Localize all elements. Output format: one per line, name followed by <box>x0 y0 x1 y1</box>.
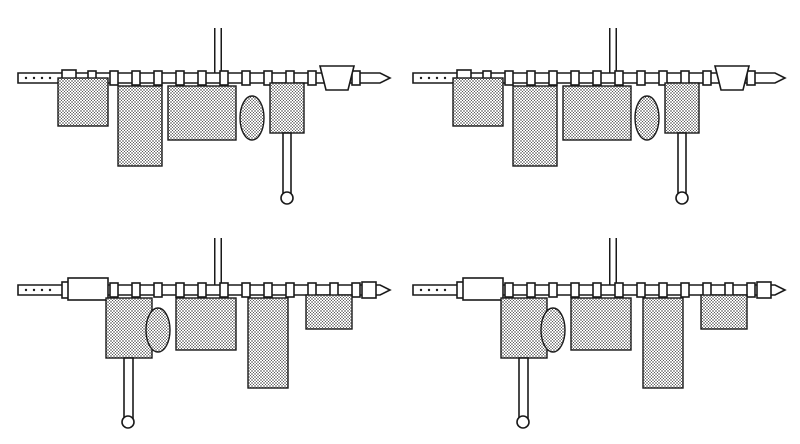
bread-bag <box>570 297 632 351</box>
belt-loop <box>351 282 361 298</box>
belt-loop <box>614 70 624 86</box>
belt-loop <box>548 282 558 298</box>
belt-hole <box>419 76 423 80</box>
belt-hole <box>48 288 52 292</box>
belt-loop <box>504 282 514 298</box>
belt-hole <box>443 76 447 80</box>
canteen <box>634 95 660 141</box>
belt-loop <box>219 282 229 298</box>
belt-loop <box>241 282 251 298</box>
belt-panel-a <box>17 6 392 205</box>
belt-loop <box>592 282 602 298</box>
belt-loop <box>746 282 756 298</box>
belt-loop <box>636 70 646 86</box>
bayonet-pouch <box>247 297 289 389</box>
shovel-carrier <box>269 82 305 134</box>
bread-bag <box>562 85 632 141</box>
belt-loop <box>614 282 624 298</box>
belt-hole <box>419 288 423 292</box>
belt-loop <box>504 70 514 86</box>
belt-hole <box>32 288 36 292</box>
ammo-pouch <box>305 294 353 330</box>
ammo-pouch-right <box>713 65 751 91</box>
belt-loop <box>241 70 251 86</box>
belt-hole <box>435 288 439 292</box>
belt-loop <box>153 70 163 86</box>
strap-slide <box>462 277 504 301</box>
bayonet-pouch <box>512 85 558 167</box>
belt-loop <box>109 70 119 86</box>
belt-loop <box>746 70 756 86</box>
bayonet-pouch <box>117 85 163 167</box>
ammo-pouch <box>700 294 748 330</box>
belt-hole <box>40 76 44 80</box>
belt-loop <box>131 70 141 86</box>
bayonet-pouch <box>642 297 684 389</box>
shovel-handle <box>677 132 687 194</box>
belt-hole <box>24 288 28 292</box>
belt-loop <box>548 70 558 86</box>
yoke-strap-inner <box>472 6 746 78</box>
belt-hole <box>443 288 447 292</box>
belt-loop <box>526 282 536 298</box>
belt-loop <box>263 70 273 86</box>
belt-loop <box>175 282 185 298</box>
belt-end-buckle <box>361 281 377 299</box>
belt-loop <box>680 282 690 298</box>
belt-loop <box>197 70 207 86</box>
canteen <box>540 307 566 353</box>
belt-hole <box>427 288 431 292</box>
belt-loop <box>570 70 580 86</box>
belt-hole <box>24 76 28 80</box>
belt-loop <box>702 70 712 86</box>
belt-panel-d <box>412 216 787 429</box>
canteen <box>239 95 265 141</box>
canteen <box>145 307 171 353</box>
belt-loop <box>658 70 668 86</box>
shovel-knob <box>280 191 294 205</box>
belt-loop <box>570 282 580 298</box>
shovel-carrier <box>664 82 700 134</box>
belt-hole <box>427 76 431 80</box>
belt-loop <box>592 70 602 86</box>
belt-hole <box>40 288 44 292</box>
belt-loop <box>285 282 295 298</box>
bread-bag <box>167 85 237 141</box>
belt-loop <box>131 282 141 298</box>
belt-loop <box>636 282 646 298</box>
belt-panel-c <box>17 216 392 429</box>
belt-hole <box>48 76 52 80</box>
shovel-knob <box>121 415 135 429</box>
strap-slide <box>67 277 109 301</box>
ammo-pouch <box>57 77 109 127</box>
yoke-strap-inner <box>77 6 351 78</box>
belt-panel-b <box>412 6 787 205</box>
belt-loop <box>153 282 163 298</box>
belt-loop <box>109 282 119 298</box>
belt-hole <box>32 76 36 80</box>
belt-loop <box>175 70 185 86</box>
belt-end-buckle <box>756 281 772 299</box>
yoke-strap-inner <box>77 216 351 290</box>
shovel-handle <box>123 357 134 419</box>
ammo-pouch-right <box>318 65 356 91</box>
yoke-strap-inner <box>472 216 746 290</box>
belt-hole <box>435 76 439 80</box>
bread-bag <box>175 297 237 351</box>
ammo-pouch <box>452 77 504 127</box>
shovel-handle <box>518 357 529 419</box>
shovel-handle <box>282 132 292 194</box>
belt-loop <box>263 282 273 298</box>
belt-loop <box>658 282 668 298</box>
belt-loop <box>219 70 229 86</box>
belt-loop <box>526 70 536 86</box>
belt-loop <box>307 70 317 86</box>
belt-loop <box>197 282 207 298</box>
shovel-carrier <box>500 297 548 359</box>
belt-loop <box>351 70 361 86</box>
shovel-knob <box>516 415 530 429</box>
shovel-carrier <box>105 297 153 359</box>
shovel-knob <box>675 191 689 205</box>
